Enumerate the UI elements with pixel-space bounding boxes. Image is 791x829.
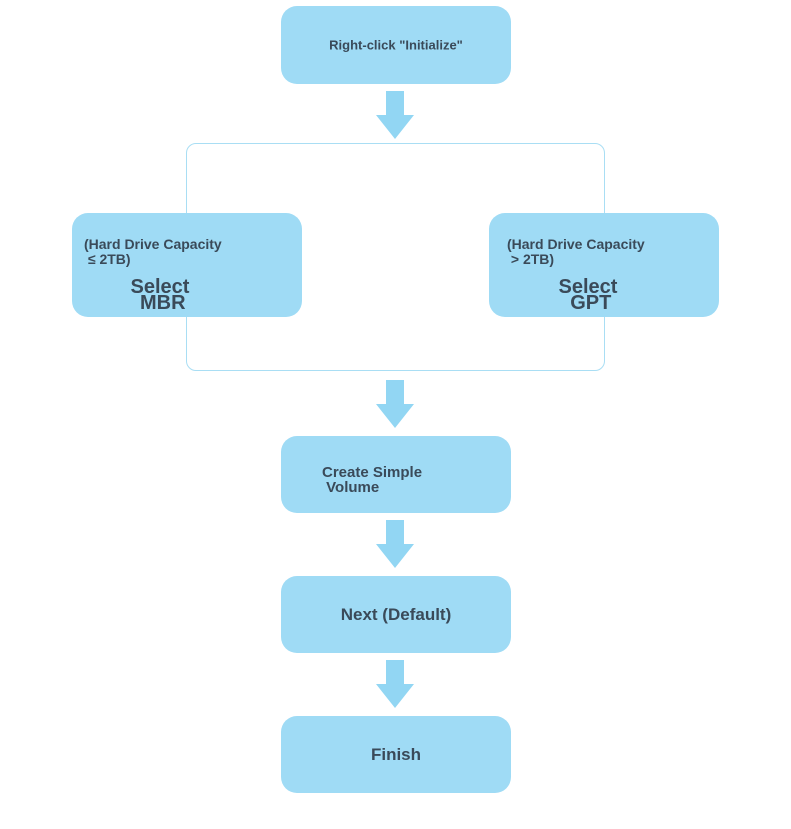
down-arrow-icon xyxy=(376,520,414,568)
step-next-default: Next (Default) xyxy=(281,576,511,653)
option-gpt: (Hard Drive Capacity > 2TB) Select GPT xyxy=(489,213,719,317)
step-label: Next (Default) xyxy=(340,604,452,624)
gpt-select-label: Select GPT xyxy=(558,276,618,314)
option-mbr: (Hard Drive Capacity ≤ 2TB) Select MBR xyxy=(72,213,302,317)
mbr-select-label: Select MBR xyxy=(130,276,190,314)
down-arrow-icon xyxy=(376,91,414,139)
mbr-capacity-note: (Hard Drive Capacity ≤ 2TB) xyxy=(84,236,222,267)
down-arrow-icon xyxy=(376,660,414,708)
step-right-click-initialize: Right-click "Initialize" xyxy=(281,6,511,84)
step-label: Right-click "Initialize" xyxy=(329,37,463,53)
step-create-simple-volume: Create Simple Volume xyxy=(281,436,511,513)
step-finish: Finish xyxy=(281,716,511,793)
down-arrow-icon xyxy=(376,380,414,428)
step-label: Finish xyxy=(370,744,422,764)
step-label: Create Simple Volume xyxy=(322,464,423,496)
gpt-capacity-note: (Hard Drive Capacity > 2TB) xyxy=(507,236,645,267)
